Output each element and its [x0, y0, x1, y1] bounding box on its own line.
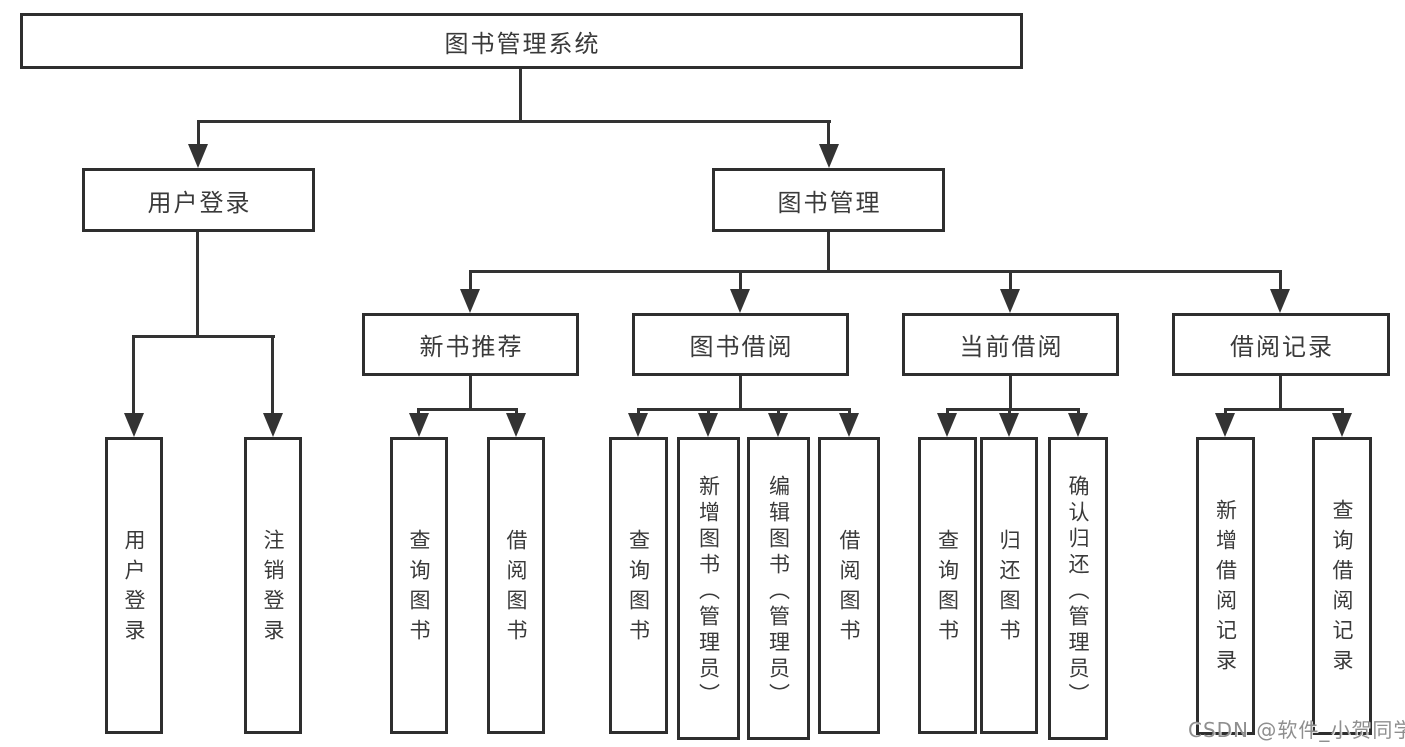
node-leaf-logout: 注销登录 [244, 437, 302, 734]
node-leaf-query-books-recommend-label: 查询图书 [407, 528, 431, 649]
connector-current-junction [946, 408, 1080, 411]
connector-root-trunk [519, 69, 522, 123]
node-leaf-add-borrow-record-label: 新增借阅记录 [1213, 499, 1238, 679]
connector-drop-records [1279, 270, 1282, 298]
node-user-login: 用户登录 [82, 168, 315, 232]
node-leaf-borrow-books-recommend: 借阅图书 [487, 437, 545, 734]
arrow-down-icon [506, 413, 526, 437]
connector-recommend-junction [418, 408, 518, 411]
node-leaf-confirm-return-admin-label: 确认归还（管理员） [1066, 474, 1090, 709]
arrow-down-icon [1068, 413, 1088, 437]
node-current-borrow: 当前借阅 [902, 313, 1119, 376]
connector-drop-book-management [827, 120, 830, 150]
arrow-down-icon [628, 413, 648, 437]
node-leaf-logout-label: 注销登录 [261, 528, 285, 649]
node-library-system: 图书管理系统 [20, 13, 1023, 69]
node-book-management-label: 图书管理 [777, 188, 882, 217]
node-leaf-add-book-admin-label: 新增图书（管理员） [696, 474, 721, 709]
connector-records-trunk [1279, 376, 1282, 411]
csdn-watermark: CSDN @软件_小贺同学 [1188, 718, 1405, 742]
arrow-down-icon [730, 289, 750, 313]
arrow-down-icon [999, 413, 1019, 437]
arrow-down-icon [839, 413, 859, 437]
arrow-down-icon [937, 413, 957, 437]
node-leaf-user-login: 用户登录 [105, 437, 163, 734]
connector-l2-junction [197, 120, 831, 123]
connector-recommend-trunk [469, 376, 472, 411]
connector-drop-user-login [197, 120, 200, 150]
node-leaf-borrow-books-label: 借阅图书 [837, 528, 861, 649]
connector-current-trunk [1009, 376, 1012, 411]
node-book-borrow-label: 图书借阅 [689, 333, 794, 361]
node-leaf-query-books-borrow-label: 查询图书 [626, 528, 651, 649]
arrow-down-icon [188, 144, 208, 168]
node-leaf-borrow-books: 借阅图书 [818, 437, 880, 734]
arrow-down-icon [460, 289, 480, 313]
connector-borrow-junction [637, 408, 851, 411]
connector-borrow-trunk [739, 376, 742, 411]
node-book-management: 图书管理 [712, 168, 945, 232]
arrow-down-icon [263, 413, 283, 437]
arrow-down-icon [409, 413, 429, 437]
node-leaf-add-book-admin: 新增图书（管理员） [677, 437, 740, 740]
arrow-down-icon [124, 413, 144, 437]
node-new-book-recommend-label: 新书推荐 [419, 333, 524, 361]
node-leaf-query-books-borrow: 查询图书 [609, 437, 668, 734]
arrow-down-icon [768, 413, 788, 437]
node-leaf-query-books-recommend: 查询图书 [390, 437, 448, 734]
connector-drop-user-leaf-1 [132, 335, 135, 420]
node-current-borrow-label: 当前借阅 [959, 333, 1064, 361]
node-user-login-label: 用户登录 [147, 188, 252, 217]
connector-drop-borrow [739, 270, 742, 298]
arrow-down-icon [1332, 413, 1352, 437]
node-leaf-query-borrow-record: 查询借阅记录 [1312, 437, 1372, 735]
node-borrow-records-label: 借阅记录 [1230, 333, 1334, 361]
node-new-book-recommend: 新书推荐 [362, 313, 579, 376]
node-leaf-return-books-label: 归还图书 [997, 528, 1021, 649]
connector-book-trunk [827, 232, 830, 273]
connector-drop-current [1009, 270, 1012, 298]
node-leaf-return-books: 归还图书 [980, 437, 1038, 734]
connector-user-junction [133, 335, 275, 338]
arrow-down-icon [1270, 289, 1290, 313]
node-library-system-label: 图书管理系统 [444, 29, 601, 58]
node-leaf-query-books-current-label: 查询图书 [935, 528, 960, 649]
node-book-borrow: 图书借阅 [632, 313, 849, 376]
node-leaf-user-login-label: 用户登录 [122, 528, 146, 649]
node-leaf-query-borrow-record-label: 查询借阅记录 [1330, 499, 1354, 679]
node-leaf-add-borrow-record: 新增借阅记录 [1196, 437, 1255, 735]
arrow-down-icon [1215, 413, 1235, 437]
connector-drop-user-leaf-2 [271, 335, 274, 420]
arrow-down-icon [819, 144, 839, 168]
node-leaf-confirm-return-admin: 确认归还（管理员） [1048, 437, 1108, 740]
node-borrow-records: 借阅记录 [1172, 313, 1390, 376]
connector-user-trunk [196, 232, 199, 338]
connector-records-junction [1224, 408, 1344, 411]
node-leaf-borrow-books-recommend-label: 借阅图书 [504, 528, 528, 649]
connector-drop-recommend [469, 270, 472, 298]
node-leaf-query-books-current: 查询图书 [918, 437, 977, 734]
node-leaf-edit-book-admin: 编辑图书（管理员） [747, 437, 810, 740]
node-leaf-edit-book-admin-label: 编辑图书（管理员） [766, 474, 791, 709]
arrow-down-icon [1000, 289, 1020, 313]
arrow-down-icon [698, 413, 718, 437]
connector-l3-junction [469, 270, 1282, 273]
